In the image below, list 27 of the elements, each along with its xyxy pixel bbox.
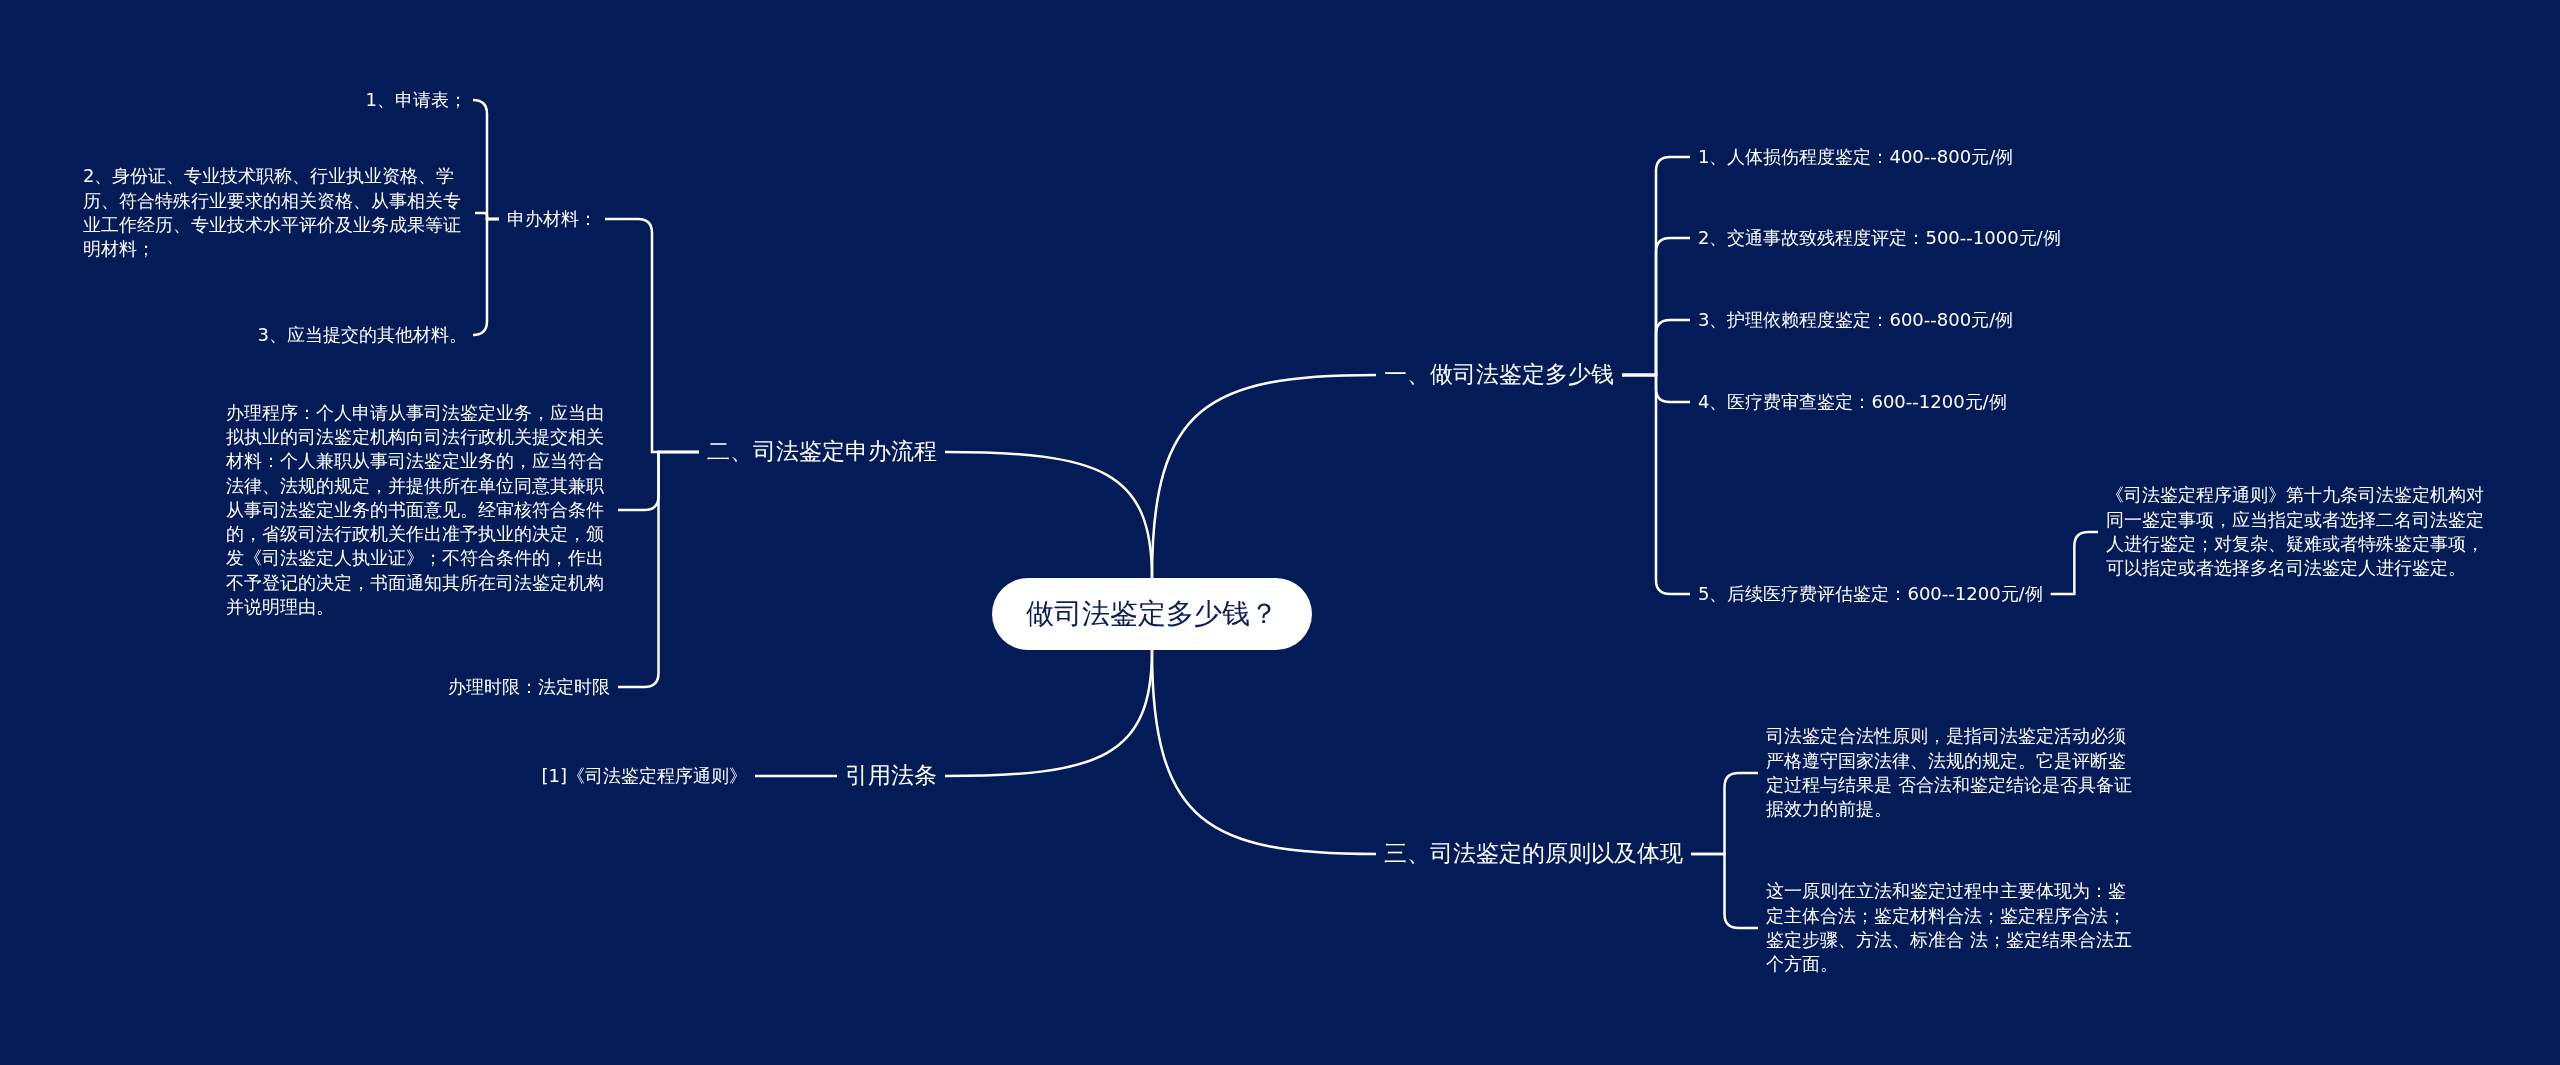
topic-text: 办理时限：法定时限 (440, 672, 618, 702)
topic-text: 5、后续医疗费评估鉴定：600--1200元/例 (1690, 579, 2051, 609)
topic-text: 《司法鉴定程序通则》第十九条司法鉴定机构对同一鉴定事项，应当指定或者选择二名司法鉴定人进行鉴定；对复杂、疑难或者特殊鉴定事项，可以指定或者选择多名司法鉴定人进行鉴定。 (2098, 481, 2493, 583)
topic-text: 司法鉴定合法性原则，是指司法鉴定活动必须严格遵守国家法律、法规的规定。它是评断鉴定过程与结果是 否合法和鉴定结论是否具备证据效力的前提。 (1758, 722, 2148, 824)
connector-line (945, 450, 1154, 579)
topic-text: 办理程序：个人申请从事司法鉴定业务，应当由拟执业的司法鉴定机构向司法行政机关提交相关材料：个人兼职从事司法鉴定业务的，应当符合法律、法规的规定，并提供所在单位同意其兼职从事司法鉴定业务的书面意见。经审核符合条件的，省级司法行政机关作出准予执业的决定，颁发《司法鉴定人执业证》；不符合条件的，作出不予登记的决定，书面通知其所在司法鉴定机构并说明理由。 (218, 398, 618, 622)
connector-line (1622, 373, 1690, 596)
topic-text: [1]《司法鉴定程序通则》 (533, 761, 755, 791)
topic-text: 2、身份证、专业技术职称、行业执业资格、学历、符合特殊行业要求的相关资格、从事相关专业工作经历、专业技术水平评价及业务成果等证明材料； (75, 162, 475, 264)
topic-text: 这一原则在立法和鉴定过程中主要体现为：鉴定主体合法；鉴定材料合法；鉴定程序合法；鉴定步骤、方法、标准合 法；鉴定结果合法五个方面。 (1758, 877, 2148, 979)
branch-topic: 一、做司法鉴定多少钱 (1376, 357, 1622, 393)
connector-line (471, 217, 499, 337)
branch-topic: 二、司法鉴定申办流程 (699, 434, 945, 470)
connector-line (755, 774, 837, 778)
connector-line (1150, 649, 1377, 856)
connector-line (618, 450, 699, 689)
topic-text: 1、申请表； (357, 85, 475, 115)
branch-topic: 三、司法鉴定的原则以及体现 (1376, 836, 1691, 872)
topic-text: 3、护理依赖程度鉴定：600--800元/例 (1690, 305, 2022, 335)
central-topic: 做司法鉴定多少钱？ (992, 578, 1312, 650)
connector-line (1691, 852, 1758, 930)
topic-text: 4、医疗费审查鉴定：600--1200元/例 (1690, 387, 2015, 417)
topic-text: 1、人体损伤程度鉴定：400--800元/例 (1690, 142, 2022, 172)
topic-text: 2、交通事故致残程度评定：500--1000元/例 (1690, 223, 2069, 253)
branch-topic: 引用法条 (837, 758, 945, 794)
topic-text: 申办材料： (499, 204, 605, 234)
topic-text: 3、应当提交的其他材料。 (249, 320, 475, 350)
